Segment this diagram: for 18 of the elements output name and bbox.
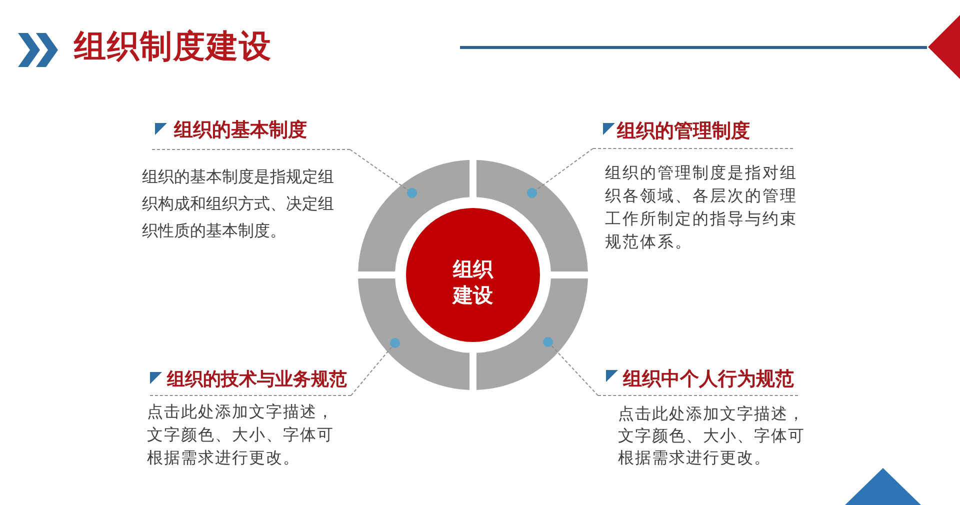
description: 组织的基本制度是指规定组织构成和组织方式、决定组织性质的基本制度。 [142, 166, 335, 242]
section-heading: 组织中个人行为规范 [623, 367, 794, 391]
description: 组织的管理制度是指对组织各领域、各层次的管理工作所制定的指导与约束规范体系。 [605, 162, 798, 253]
leader-line [550, 345, 598, 396]
leader-line [350, 346, 392, 396]
dot-icon [543, 337, 553, 347]
dot-icon [390, 338, 400, 348]
description: 点击此处添加文字描述，文字颜色、大小、字体可根据需求进行更改。 [618, 403, 806, 469]
description: 点击此处添加文字描述，文字颜色、大小、字体可根据需求进行更改。 [147, 401, 335, 469]
dot-icon [527, 188, 537, 198]
title: 组织制度建设 [74, 26, 272, 66]
leader-line [350, 149, 408, 191]
section-heading: 组织的管理制度 [617, 119, 750, 143]
section-heading: 组织的技术与业务规范 [167, 368, 347, 392]
center-circle [406, 208, 540, 342]
section-heading: 组织的基本制度 [174, 118, 307, 142]
dot-icon [407, 188, 417, 198]
circle-label: 组织建设 [452, 256, 494, 308]
